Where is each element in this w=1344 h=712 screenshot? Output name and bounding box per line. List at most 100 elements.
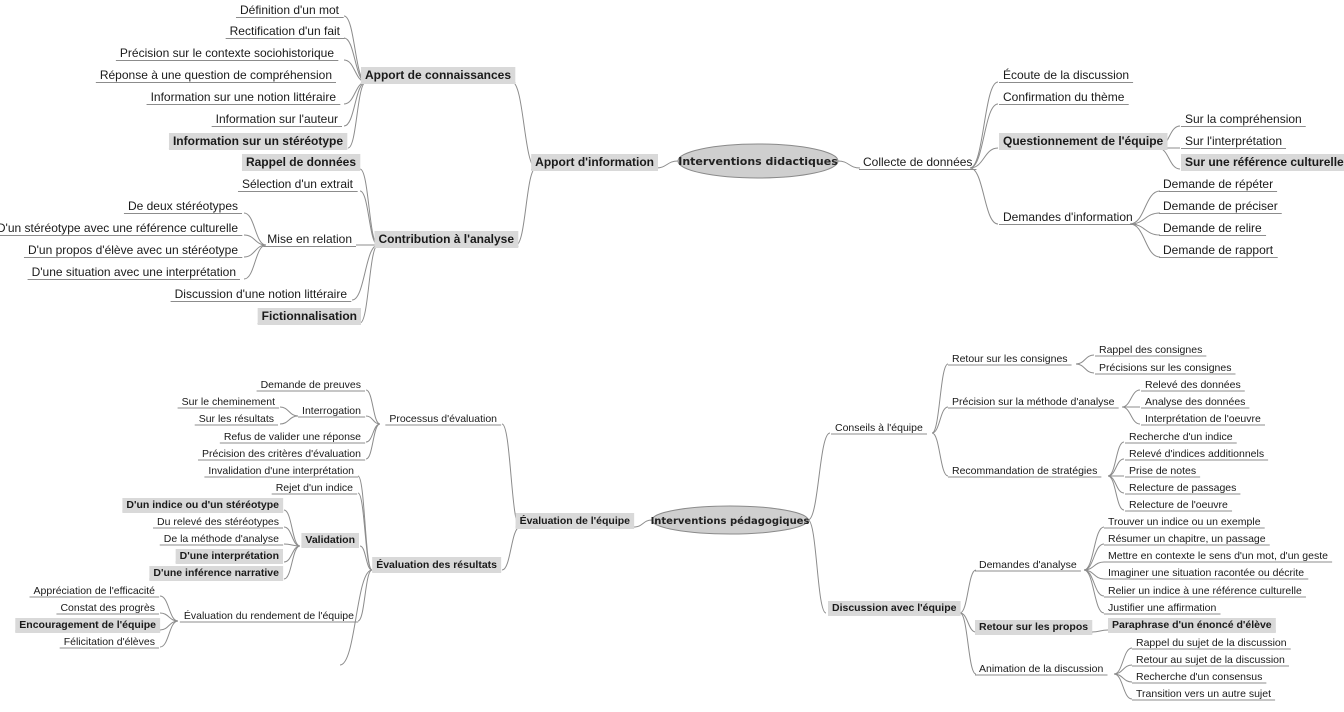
node-m1-b0-c1-c2-c3-highlight bbox=[175, 549, 283, 564]
node-m0-b1-c3-c1: Demande de préciser bbox=[1163, 199, 1278, 213]
node-m0-b1-c2-c1: Sur l'interprétation bbox=[1185, 134, 1282, 148]
mind-map-link-28 bbox=[1129, 212, 1161, 225]
node-m0-b0-c0-highlight bbox=[360, 67, 516, 84]
node-m0-b1-c2-c2-highlight bbox=[1181, 154, 1344, 171]
node-m1-b0-c0-c1-c1: Sur les résultats bbox=[199, 413, 274, 425]
node-m0-b1-c1: Confirmation du thème bbox=[1003, 90, 1125, 104]
node-m1-b2-c0-c0: Trouver un indice ou un exemple bbox=[1108, 516, 1261, 528]
node-m0-b0-c1-c3: Discussion d'une notion littéraire bbox=[175, 287, 348, 301]
root-node-pedagogic bbox=[651, 505, 809, 535]
mind-map-link-41 bbox=[357, 492, 373, 571]
mind-map-link-72 bbox=[1083, 526, 1105, 571]
mind-map-link-18 bbox=[243, 244, 267, 280]
node-m0-b0-c0-c6-highlight bbox=[168, 133, 348, 150]
node-m1-b0-c0: Processus d'évaluation bbox=[389, 413, 497, 425]
node-m1-b2-c2-c3: Transition vers un autre sujet bbox=[1136, 688, 1271, 700]
mind-map-link-43 bbox=[357, 569, 373, 622]
node-m1-b2-c2-c1: Retour au sujet de la discussion bbox=[1136, 654, 1285, 666]
node-m1-b0-c1-highlight bbox=[372, 557, 502, 573]
node-m1-b2-c0: Demandes d'analyse bbox=[979, 559, 1077, 571]
root-label-pedagogic: Interventions pédagogiques bbox=[651, 515, 810, 527]
node-m0-b0-c1-c4: Fictionnalisation bbox=[262, 309, 357, 323]
node-m1-b0-c1-c2-c0: D'un indice ou d'un stéréotype bbox=[126, 499, 279, 511]
node-m1-b2: Discussion avec l'équipe bbox=[832, 602, 957, 614]
mind-map-link-64 bbox=[1107, 441, 1125, 477]
node-m1-b0-c1-c2-c4: D'une inférence narrative bbox=[153, 567, 279, 579]
node-m1-b1-c1-c0: Relevé des données bbox=[1145, 379, 1241, 391]
mind-map-link-55 bbox=[807, 519, 827, 614]
node-m0-b0-highlight bbox=[531, 154, 658, 171]
node-m0-b1: Collecte de données bbox=[863, 155, 972, 169]
node-m1-b1-c2-c1: Relevé d'indices additionnels bbox=[1129, 448, 1264, 460]
node-m1-b0-c0-c1-c0: Sur le cheminement bbox=[182, 396, 275, 408]
node-m1-b0-c1-c2-c0-highlight bbox=[122, 498, 284, 513]
root-node-didactic bbox=[677, 143, 839, 179]
mind-map-link-34 bbox=[365, 389, 381, 425]
mind-map-link-0 bbox=[655, 160, 679, 169]
node-m1-b2-highlight bbox=[828, 601, 961, 616]
node-m1-b0-c1: Évaluation des résultats bbox=[376, 558, 497, 571]
node-m0-b1-c2-c0: Sur la compréhension bbox=[1185, 112, 1302, 126]
node-m0-b1-c2: Questionnement de l'équipe bbox=[1003, 134, 1164, 148]
mind-map-link-9 bbox=[347, 81, 367, 149]
mind-map-link-8 bbox=[343, 81, 367, 127]
node-m1-b1-c2-c0: Recherche d'un indice bbox=[1129, 431, 1233, 443]
node-m1-b2-c1-c0-highlight bbox=[1108, 618, 1276, 633]
mind-map-link-73 bbox=[1083, 543, 1105, 571]
node-m0-b1-c2-highlight bbox=[999, 133, 1168, 150]
mind-map-highlights bbox=[15, 67, 1344, 635]
mind-map-link-59 bbox=[1075, 354, 1095, 365]
node-m0-b0-c1-c2-c1: D'un stéréotype avec une référence cultu… bbox=[0, 221, 238, 235]
node-m0-b0-c1-c2-c3: D'une situation avec une interprétation bbox=[32, 265, 236, 279]
node-m1-b0-c1-c3-c0: Appréciation de l'efficacité bbox=[34, 585, 156, 597]
node-m1-b1-c2-c2: Prise de notes bbox=[1129, 465, 1196, 477]
node-m1-b0-c1-c2: Validation bbox=[305, 534, 355, 546]
node-m1-b0-c1-c2-c1: Du relevé des stéréotypes bbox=[157, 516, 279, 528]
node-m1-b0-c1-c1: Rejet d'un indice bbox=[276, 482, 353, 494]
node-m0-b0-c0-c3: Réponse à une question de compréhension bbox=[100, 68, 332, 82]
mind-map-link-68 bbox=[1107, 475, 1125, 511]
node-m0-b0-c1-c2-c0: De deux stéréotypes bbox=[128, 199, 238, 213]
node-m1-b1-c0-c1: Précisions sur les consignes bbox=[1099, 362, 1231, 374]
node-m1-b0-c1-c2-c4-highlight bbox=[149, 566, 284, 581]
mind-map-link-19 bbox=[837, 160, 861, 169]
mind-map-link-69 bbox=[959, 569, 977, 614]
mind-map-link-22 bbox=[969, 147, 999, 169]
mind-map-link-71 bbox=[959, 612, 977, 675]
node-m0-b0-c1: Contribution à l'analyse bbox=[378, 232, 514, 246]
node-m0-b1-c3: Demandes d'information bbox=[1003, 210, 1133, 224]
node-m0-b0-c0: Apport de connaissances bbox=[365, 68, 511, 82]
node-m0-b0-c0-c0: Définition d'un mot bbox=[240, 3, 340, 17]
node-m0-b0-c0-c1: Rectification d'un fait bbox=[230, 24, 341, 38]
mind-map-link-58 bbox=[931, 432, 949, 477]
mind-map-link-77 bbox=[1083, 569, 1105, 614]
node-m0-b1-c0: Écoute de la discussion bbox=[1003, 67, 1129, 82]
mind-map-link-49 bbox=[283, 545, 301, 580]
mind-map-link-27 bbox=[1129, 190, 1161, 225]
node-m1-b2-c0-c4: Relier un indice à une référence culture… bbox=[1108, 585, 1302, 597]
mind-map-link-53 bbox=[159, 620, 179, 648]
node-m1-b2-c0-c1: Résumer un chapitre, un passage bbox=[1108, 533, 1266, 545]
root-label-didactic: Interventions didactiques bbox=[678, 155, 838, 168]
mind-map-link-16 bbox=[243, 234, 267, 246]
mind-map-link-38 bbox=[279, 406, 299, 417]
node-m1-b0-c1-c0: Invalidation d'une interprétation bbox=[208, 465, 354, 477]
node-m1-b0-c1-c3-c2: Encouragement de l'équipe bbox=[19, 619, 156, 631]
node-m1-b1-c1-c2: Interprétation de l'oeuvre bbox=[1145, 413, 1261, 425]
node-m0-b0-c0-c6: Information sur un stéréotype bbox=[173, 134, 343, 148]
mind-map-labels: Apport d'information Apport de connaissan… bbox=[0, 3, 1344, 700]
mind-map-roots: Interventions didactiques Interventions … bbox=[651, 143, 839, 535]
mind-map-link-65 bbox=[1107, 458, 1125, 477]
node-m0-b0-c0-c5: Information sur l'auteur bbox=[216, 112, 338, 126]
node-m1-b2-c1: Retour sur les propos bbox=[979, 621, 1088, 633]
node-m1-b2-c2: Animation de la discussion bbox=[979, 663, 1103, 675]
node-m1-b1-c0: Retour sur les consignes bbox=[952, 353, 1068, 365]
node-m0-b0-c1-c0-highlight bbox=[241, 154, 361, 171]
node-m1-b1-c1: Précision sur la méthode d'analyse bbox=[952, 396, 1115, 408]
node-m1-b0-c0-c0: Demande de preuves bbox=[261, 379, 361, 391]
node-m1-b0-c0-c2: Refus de valider une réponse bbox=[224, 431, 361, 443]
node-m1-b0-c0-c3: Précision des critères d'évaluation bbox=[202, 448, 361, 460]
node-m1-b1-c2: Recommandation de stratégies bbox=[952, 465, 1097, 477]
node-m0-b0: Apport d'information bbox=[535, 155, 654, 169]
